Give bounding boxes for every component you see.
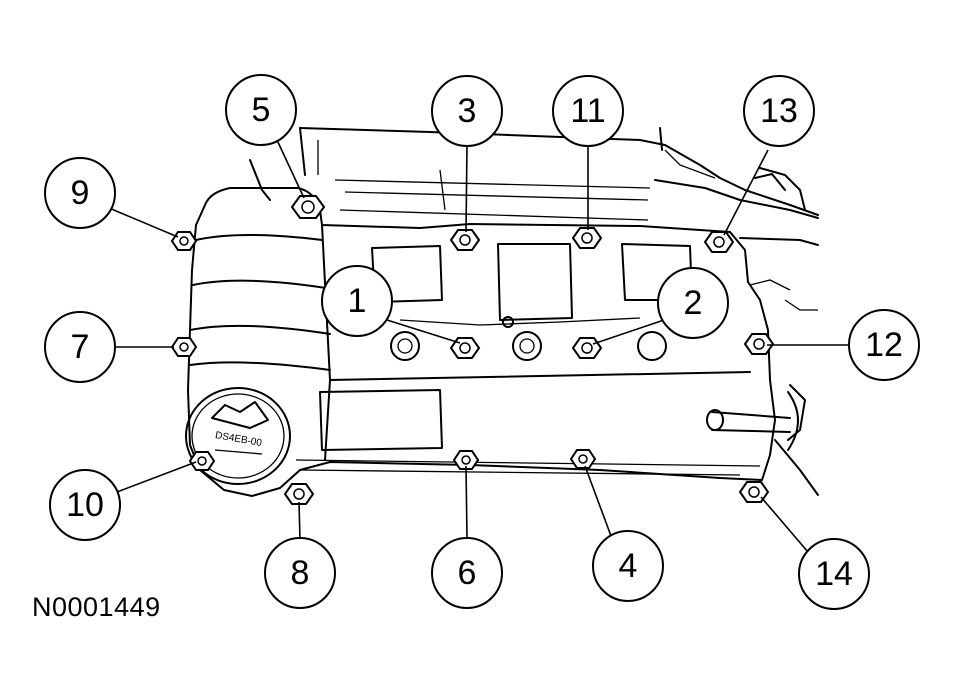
callout-7: 7 — [44, 311, 116, 383]
callout-12: 12 — [848, 309, 920, 381]
leader-lines — [108, 139, 850, 553]
bolt-9 — [170, 231, 198, 251]
bolt-11 — [571, 227, 603, 249]
callout-1: 1 — [321, 265, 393, 337]
bolt-2 — [571, 337, 603, 359]
callout-12-label: 12 — [865, 326, 903, 364]
bolt-4 — [569, 449, 597, 469]
callout-6-label: 6 — [458, 554, 477, 592]
bolt-6 — [452, 450, 480, 470]
callout-5: 5 — [225, 74, 297, 146]
callout-14-label: 14 — [815, 555, 853, 593]
callout-9: 9 — [44, 157, 116, 229]
callout-13: 13 — [743, 75, 815, 147]
bolt-13 — [703, 231, 735, 253]
callout-5-label: 5 — [252, 91, 271, 129]
bolt-14 — [738, 481, 770, 503]
callout-4: 4 — [592, 530, 664, 602]
callout-circles: 1 2 3 4 5 6 7 8 9 10 11 12 13 14 — [44, 74, 920, 610]
callout-11: 11 — [552, 75, 624, 147]
callout-2-label: 2 — [684, 284, 703, 322]
bolt-group — [170, 195, 775, 505]
callout-9-label: 9 — [71, 174, 90, 212]
cover-ports — [390, 316, 667, 361]
bolt-8 — [283, 483, 315, 505]
callout-7-label: 7 — [71, 328, 90, 366]
callout-8: 8 — [264, 537, 336, 609]
valve-cover-body — [187, 187, 799, 497]
bolt-3 — [449, 229, 481, 251]
oil-cap-label: DS4EB-00 — [214, 430, 263, 449]
callout-2: 2 — [657, 267, 729, 339]
bolt-1 — [449, 337, 481, 359]
bolt-5 — [290, 195, 326, 219]
callout-8-label: 8 — [291, 554, 310, 592]
callout-10: 10 — [49, 469, 121, 541]
figure-id: N0001449 — [32, 592, 161, 622]
bolt-12 — [743, 333, 775, 355]
callout-10-label: 10 — [66, 486, 104, 524]
callout-11-label: 11 — [570, 92, 605, 130]
callout-6: 6 — [431, 537, 503, 609]
callout-1-label: 1 — [348, 282, 367, 320]
callout-13-label: 13 — [760, 92, 798, 130]
callout-3: 3 — [431, 75, 503, 147]
intake-runner-background — [249, 127, 819, 496]
bolt-7 — [170, 337, 198, 357]
callout-14: 14 — [798, 538, 870, 610]
bolt-10 — [188, 451, 216, 471]
callout-3-label: 3 — [458, 92, 477, 130]
callout-4-label: 4 — [619, 547, 638, 585]
